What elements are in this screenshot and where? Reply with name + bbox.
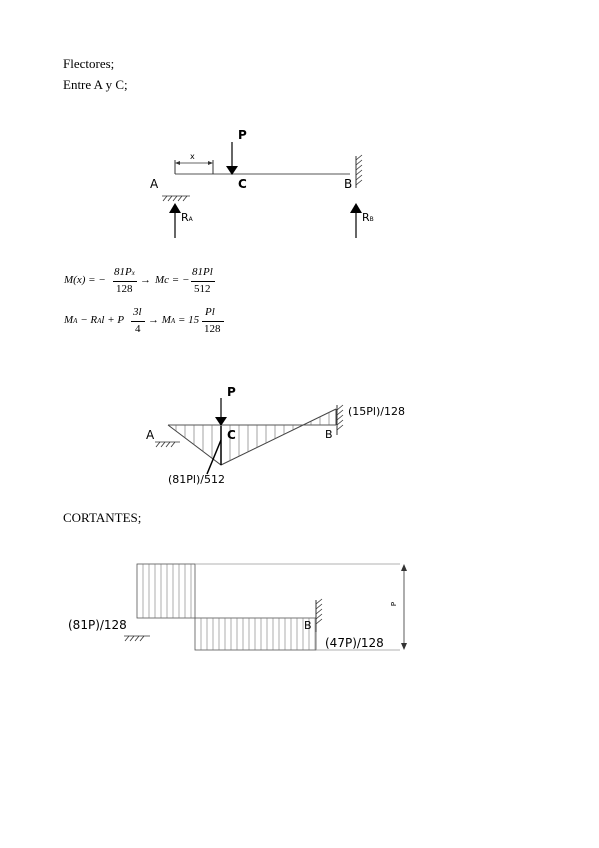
shear-point-b: B bbox=[304, 619, 312, 632]
shear-value-left: (81P)/128 bbox=[68, 618, 127, 632]
eq1-den2: 512 bbox=[194, 283, 211, 295]
reaction-a-label: RA bbox=[181, 211, 193, 224]
shear-value-right: (47P)/128 bbox=[325, 636, 384, 650]
moment-point-b: B bbox=[325, 428, 333, 441]
shear-lower-block bbox=[194, 617, 317, 651]
eq2-fraction-bar-2 bbox=[202, 321, 224, 322]
eq2-num2: Pl bbox=[205, 306, 215, 318]
eq2-den2: 128 bbox=[204, 323, 221, 335]
beam-point-a: A bbox=[150, 177, 159, 191]
eq1-den: 128 bbox=[116, 283, 133, 295]
eq1-num: 81Px bbox=[114, 266, 135, 278]
beam-point-b: B bbox=[344, 177, 353, 191]
heading-cortantes: CORTANTES; bbox=[63, 510, 142, 525]
eq1-num2: 81Pl bbox=[192, 266, 213, 278]
reaction-b-head bbox=[350, 203, 362, 213]
heading-flectores: Flectores; bbox=[63, 56, 115, 71]
shear-support-b-hatch bbox=[315, 598, 323, 625]
eq2-arrow: → MA = 15 bbox=[148, 314, 200, 326]
eq2-lhs: MA − RAl + P bbox=[64, 314, 125, 326]
shear-dimension-arrow-bottom bbox=[401, 643, 407, 650]
eq2-fraction-bar bbox=[131, 321, 145, 322]
load-arrow-head bbox=[226, 166, 238, 175]
eq1-arrow: → bbox=[140, 274, 151, 286]
eq2-den: 4 bbox=[135, 323, 141, 335]
moment-load-head bbox=[215, 417, 227, 426]
eq2-num: 3l bbox=[133, 306, 142, 318]
moment-value-c-leader bbox=[206, 439, 222, 475]
beam-load-label: P bbox=[238, 128, 247, 142]
moment-support-b-hatch bbox=[336, 404, 344, 431]
reaction-b-label: RB bbox=[362, 211, 374, 224]
moment-outline bbox=[167, 408, 337, 466]
shear-support-a bbox=[124, 635, 150, 642]
support-b-hatch bbox=[355, 154, 363, 186]
x-dim-arrow-left bbox=[175, 161, 180, 165]
beam-point-c: C bbox=[238, 177, 247, 191]
beam-x-label: x bbox=[190, 152, 195, 161]
shear-upper-hatching bbox=[142, 564, 192, 618]
shear-upper-block bbox=[136, 563, 196, 619]
shear-dimension-label: P bbox=[390, 601, 399, 607]
moment-support-a bbox=[155, 441, 180, 448]
eq1-mid: Mc = − bbox=[155, 274, 190, 286]
moment-point-a: A bbox=[146, 428, 155, 442]
moment-point-c: C bbox=[227, 428, 236, 442]
moment-value-b: (15Pl)/128 bbox=[348, 405, 405, 418]
moment-value-c: (81Pl)/512 bbox=[168, 473, 225, 486]
heading-entre-a-c: Entre A y C; bbox=[63, 77, 128, 92]
x-dim-arrow-right bbox=[208, 161, 213, 165]
shear-lower-hatching bbox=[200, 618, 316, 650]
moment-hatching bbox=[175, 412, 330, 465]
support-a-hatch bbox=[162, 195, 190, 202]
eq1-lhs: M(x) = − bbox=[64, 274, 106, 286]
reaction-a-head bbox=[169, 203, 181, 213]
shear-dimension-arrow-top bbox=[401, 564, 407, 571]
eq1-fraction-bar-2 bbox=[191, 281, 215, 282]
moment-load-label: P bbox=[227, 385, 236, 399]
eq1-fraction-bar bbox=[113, 281, 137, 282]
